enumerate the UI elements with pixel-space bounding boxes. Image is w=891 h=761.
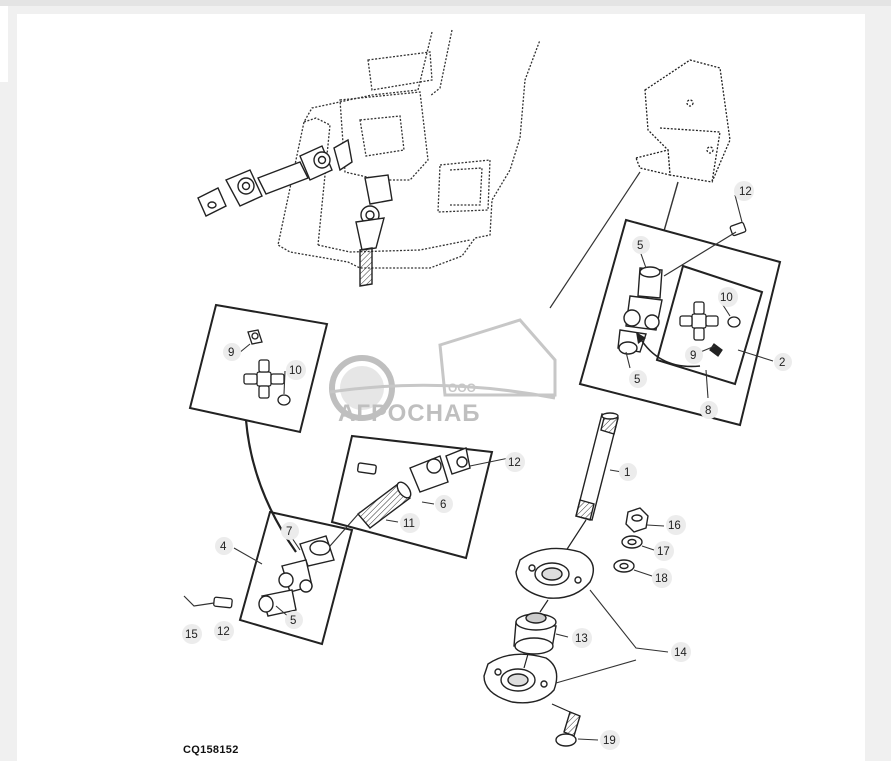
pin-12-lower	[213, 596, 233, 609]
callout-5-c: 5	[285, 611, 303, 629]
arrowhead-8	[636, 332, 646, 344]
leader-bracket	[549, 171, 641, 309]
callout-5-b: 5	[629, 370, 647, 388]
universal-joint-middle	[356, 447, 471, 493]
bolt-18	[555, 711, 581, 747]
svg-text:13: 13	[575, 633, 588, 645]
watermark-brand: АГРОСНАБ	[338, 400, 481, 427]
svg-text:2: 2	[779, 357, 785, 369]
callout-9-right: 9	[685, 346, 703, 364]
washer-17	[613, 559, 635, 573]
link-bearing-flange	[523, 653, 529, 669]
svg-text:6: 6	[440, 499, 446, 511]
callout-12-top: 12	[734, 181, 754, 201]
svg-text:10: 10	[289, 365, 302, 377]
callout-11: 11	[400, 513, 420, 533]
callout-1: 1	[619, 463, 637, 481]
svg-text:10: 10	[720, 292, 733, 304]
callout-12-low: 12	[214, 621, 234, 641]
cab-housing	[277, 29, 541, 269]
callout-14: 14	[671, 642, 691, 662]
detail-box-6-11	[330, 434, 494, 560]
callout-labels: 12 5 10 2 9 5 8 12 1 16 17 18 13 14 19 9…	[182, 181, 792, 750]
shaft-upper-link	[661, 181, 679, 239]
callout-4: 4	[215, 537, 233, 555]
svg-text:7: 7	[286, 526, 292, 538]
callout-8: 8	[700, 401, 718, 419]
left-panel-edge	[0, 6, 8, 82]
callout-12-mid: 12	[505, 452, 525, 472]
callout-2: 2	[774, 353, 792, 371]
callout-16: 17	[654, 541, 674, 561]
bearing-13	[513, 612, 557, 655]
svg-text:19: 19	[603, 735, 616, 747]
top-bar	[0, 0, 891, 6]
callout-17: 18	[652, 568, 672, 588]
callout-5-a: 5	[632, 236, 650, 254]
callout-6: 6	[435, 495, 453, 513]
flange-upper-14	[515, 547, 594, 599]
arrow-curve-8	[639, 337, 701, 368]
nut-15	[625, 507, 649, 533]
svg-text:18: 18	[655, 573, 668, 585]
svg-text:8: 8	[705, 405, 711, 417]
universal-joint-lower-left	[258, 535, 335, 617]
svg-text:17: 17	[657, 546, 670, 558]
svg-text:11: 11	[403, 518, 415, 530]
callout-18: 19	[600, 730, 620, 750]
svg-text:14: 14	[674, 647, 687, 659]
svg-text:5: 5	[634, 374, 640, 386]
callout-10-left: 10	[286, 360, 306, 380]
shaft-1	[575, 412, 619, 521]
mounting-bracket	[635, 59, 731, 183]
callout-9-left: 9	[223, 343, 241, 361]
sleeve-11	[356, 481, 412, 529]
link-flange-bearing	[539, 599, 549, 613]
washer-16	[621, 535, 643, 549]
svg-text:12: 12	[508, 457, 521, 469]
svg-text:4: 4	[220, 541, 227, 553]
agrosnab-watermark: ООО АГРОСНАБ	[329, 318, 557, 427]
leader-19	[183, 595, 215, 607]
figure-code: CQ158152	[183, 744, 239, 756]
svg-text:5: 5	[637, 240, 643, 252]
svg-text:12: 12	[739, 186, 752, 198]
svg-text:5: 5	[290, 615, 296, 627]
pin-12-upper	[729, 221, 747, 237]
callout-15: 16	[666, 515, 686, 535]
callout-7: 7	[281, 522, 299, 540]
svg-text:15: 15	[185, 629, 198, 641]
upper-shaft-assembly	[197, 138, 393, 287]
flange-lower-14	[483, 653, 558, 704]
svg-text:16: 16	[668, 520, 681, 532]
svg-text:12: 12	[217, 626, 230, 638]
callout-13: 13	[572, 628, 592, 648]
leader-sleeve	[329, 511, 361, 547]
leader-lines	[233, 194, 774, 741]
watermark-prefix: ООО	[448, 381, 476, 395]
svg-text:9: 9	[228, 347, 234, 359]
cross-spider-left	[243, 329, 291, 406]
svg-text:9: 9	[690, 350, 696, 362]
link-flange-bolt	[551, 703, 571, 713]
callout-19: 15	[182, 624, 202, 644]
svg-text:1: 1	[624, 467, 630, 479]
leader-pin-12	[663, 231, 737, 277]
callout-10-right: 10	[718, 287, 738, 307]
